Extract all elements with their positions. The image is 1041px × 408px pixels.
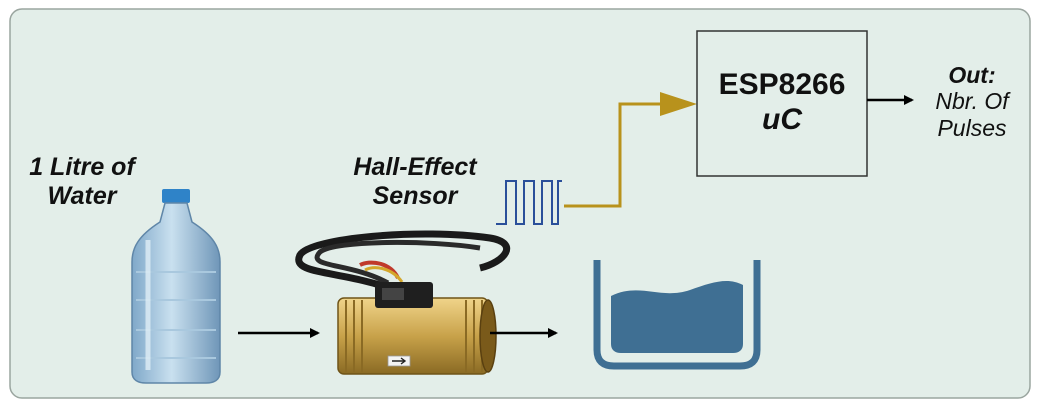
output-label-title: Out: <box>948 62 996 88</box>
mcu-label-line1: ESP8266 <box>718 68 846 101</box>
water-label: 1 Litre of Water <box>6 153 158 211</box>
output-label-line1: Nbr. Of <box>935 88 1009 115</box>
output-label: Out: Nbr. Of Pulses <box>912 62 1032 141</box>
signal-wire-arrowhead <box>660 92 697 116</box>
sensor-label-line1: Hall-Effect <box>353 153 477 181</box>
mcu-label-line2: uC <box>762 102 802 136</box>
mcu-box <box>696 30 868 177</box>
water-label-line2: Water <box>47 181 117 210</box>
signal-wire <box>564 102 682 208</box>
flow-sensor-icon <box>295 230 510 375</box>
sensor-label-line2: Sensor <box>372 181 458 210</box>
mcu-label: ESP8266 uC <box>697 68 867 137</box>
water-label-line1: 1 Litre of <box>29 153 135 181</box>
water-bottle-icon <box>131 189 221 384</box>
sensor-label: Hall-Effect Sensor <box>330 153 500 211</box>
water-container-icon <box>593 260 761 370</box>
output-label-line2: Pulses <box>937 114 1007 141</box>
pulse-waveform <box>496 180 562 225</box>
